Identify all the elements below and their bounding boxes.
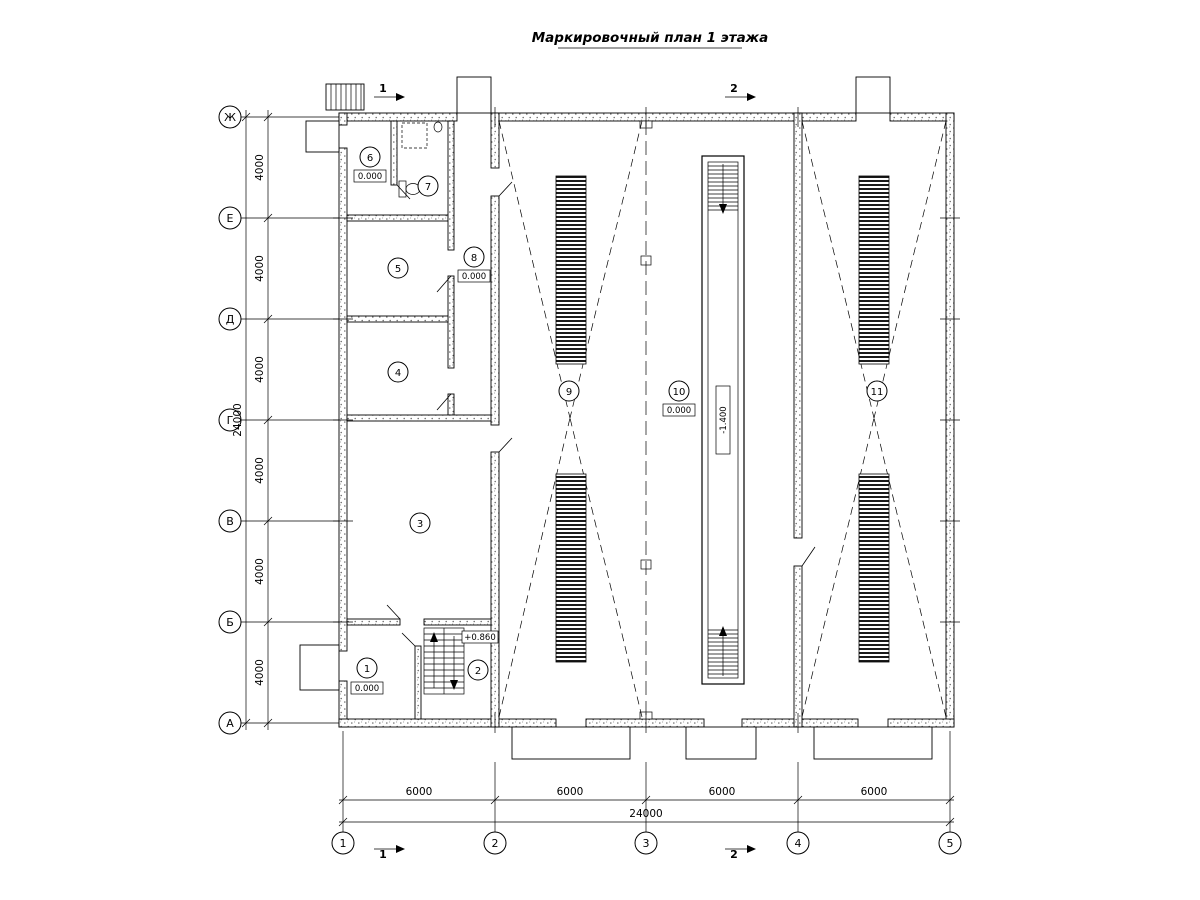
axis-col-label: 1 xyxy=(340,837,347,850)
room-bubble xyxy=(668,380,690,402)
dim-row: 4000 xyxy=(254,255,266,282)
room-bubble xyxy=(467,659,489,681)
pit-stair-bottom xyxy=(708,626,738,676)
row-axis-bubbles: Ж Е Д Г В Б А xyxy=(218,105,242,735)
room-bubble xyxy=(417,175,439,197)
axis-col-label: 5 xyxy=(947,837,954,850)
room-number: 11 xyxy=(871,387,884,398)
dim-row: 4000 xyxy=(254,659,266,686)
axis-bubble xyxy=(786,831,810,855)
dim-total-vertical: 24000 xyxy=(232,403,244,436)
axis-bubble xyxy=(218,408,242,432)
col-grid-lines xyxy=(342,731,951,832)
axis-row-label: Д xyxy=(226,313,235,326)
row-grid-lines xyxy=(241,116,339,724)
section-label: 1 xyxy=(379,82,387,95)
room-bubble xyxy=(463,246,485,268)
axis-row-label: Г xyxy=(227,414,234,427)
axis-bubble xyxy=(218,206,242,230)
room-number: 6 xyxy=(367,153,373,164)
axis-bubble xyxy=(218,711,242,735)
room-bubble xyxy=(387,361,409,383)
dim-row: 4000 xyxy=(254,457,266,484)
wall-grid-ticks xyxy=(333,107,960,733)
stair-strips xyxy=(555,175,890,663)
dim-row: 4000 xyxy=(254,558,266,585)
room-bubble xyxy=(356,657,378,679)
room-bubble xyxy=(866,380,888,402)
shower-stall xyxy=(401,122,428,149)
wc-fixtures xyxy=(398,121,443,198)
vertical-dimensions: 4000 4000 4000 4000 4000 4000 24000 xyxy=(232,110,273,730)
elevation-mark: 0.000 xyxy=(358,172,382,182)
room-bubble xyxy=(409,512,431,534)
dim-total-horizontal: 24000 xyxy=(629,808,662,820)
section-mark-2-bottom: 2 xyxy=(725,845,756,861)
section-mark-2-top: 2 xyxy=(725,82,756,101)
room-bubble xyxy=(387,257,409,279)
room-number: 9 xyxy=(566,387,572,398)
axis-row-label: В xyxy=(226,515,234,528)
central-pit: -1.400 xyxy=(701,155,745,685)
elevation-pit: -1.400 xyxy=(719,406,729,433)
room-number: 8 xyxy=(471,253,477,264)
section-mark-1-top: 1 xyxy=(374,82,405,101)
room-number: 5 xyxy=(395,264,401,275)
section-marks: 1 2 1 2 xyxy=(374,82,756,861)
toilet-icon xyxy=(398,180,421,198)
axis-row-label: А xyxy=(226,717,234,730)
room-labels: 1 0.000 2 +0.860 3 4 5 6 0.000 7 8 0.000… xyxy=(350,146,888,695)
axis-row-label: Е xyxy=(227,212,234,225)
axis-row-label: Б xyxy=(226,616,234,629)
slope-lines xyxy=(498,120,947,719)
axis-bubble xyxy=(634,831,658,855)
elevation-mark: +0.860 xyxy=(464,633,495,643)
room-bubble xyxy=(558,380,580,402)
exterior-stair xyxy=(325,83,365,111)
section-label: 2 xyxy=(730,848,738,861)
room-number: 1 xyxy=(364,664,370,675)
horizontal-dimensions: 6000 6000 6000 6000 24000 xyxy=(338,786,955,827)
room-number: 10 xyxy=(673,387,686,398)
section-mark-1-bottom: 1 xyxy=(374,845,405,861)
axis-bubble xyxy=(938,831,962,855)
room-number: 2 xyxy=(475,666,481,677)
axis-bubble xyxy=(218,307,242,331)
dim-col: 6000 xyxy=(709,786,736,798)
dim-row: 4000 xyxy=(254,356,266,383)
axis-bubble xyxy=(483,831,507,855)
axis-row-label: Ж xyxy=(224,111,236,124)
col-axis-bubbles: 1 2 3 4 5 xyxy=(331,831,962,855)
dim-col: 6000 xyxy=(861,786,888,798)
dim-col: 6000 xyxy=(406,786,433,798)
room-bubble xyxy=(359,146,381,168)
axis-bubble xyxy=(331,831,355,855)
dim-col: 6000 xyxy=(557,786,584,798)
room2-stair xyxy=(423,627,465,695)
section-label: 1 xyxy=(379,848,387,861)
room-number: 3 xyxy=(417,519,423,530)
sheet-title: Маркировочный план 1 этажа xyxy=(532,30,768,49)
sink-icon xyxy=(433,121,443,133)
axis-col-label: 3 xyxy=(643,837,650,850)
section-label: 2 xyxy=(730,82,738,95)
axis-bubble xyxy=(218,105,242,129)
axis-bubble xyxy=(218,610,242,634)
porches xyxy=(299,76,933,760)
axis-bubble xyxy=(218,509,242,533)
page-title: Маркировочный план 1 этажа xyxy=(532,30,768,46)
axis-col-label: 2 xyxy=(492,837,499,850)
axis-col-label: 4 xyxy=(795,837,802,850)
elevation-mark: 0.000 xyxy=(462,272,486,282)
room-number: 7 xyxy=(425,182,431,193)
elevation-mark: 0.000 xyxy=(355,684,379,694)
room-number: 4 xyxy=(395,368,401,379)
dim-row: 4000 xyxy=(254,154,266,181)
elevation-mark: 0.000 xyxy=(667,406,691,416)
pit-stair-top xyxy=(708,164,738,214)
